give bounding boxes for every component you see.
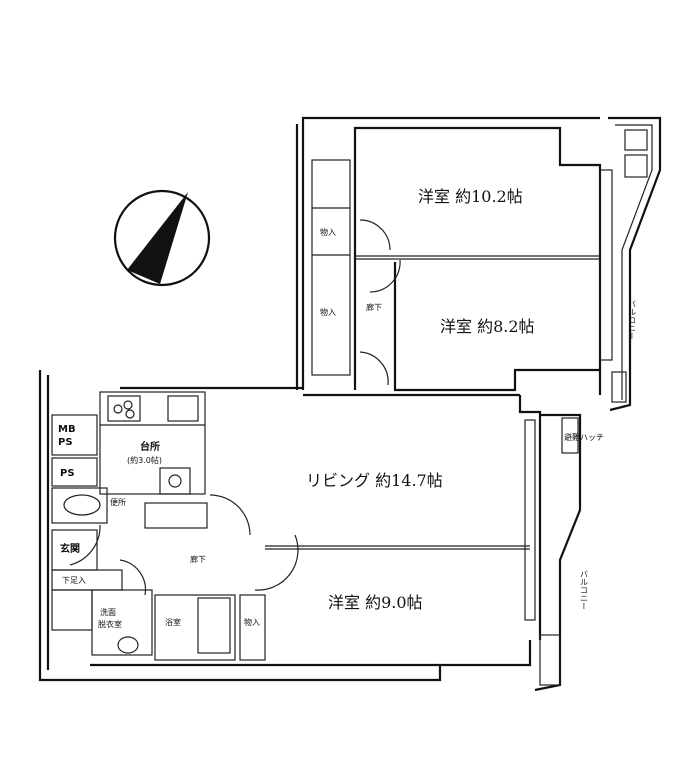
hall-label-upper: 廊下 [366, 302, 382, 312]
upper-walls [295, 116, 662, 412]
room-label-toilet: 便所 [110, 497, 126, 507]
closet-label: 物入 [320, 227, 336, 237]
lower-walls [90, 386, 582, 692]
kitchen-size: (約3.0帖) [127, 455, 162, 465]
room-label-entrance: 玄関 [60, 542, 80, 555]
balcony-label: バルコニー [580, 570, 589, 610]
bath-label: 浴室 [165, 617, 181, 627]
mbps-label-2: PS [58, 437, 73, 448]
ps-label: PS [60, 468, 75, 479]
room-label-bedroom3: 洋室 約9.0帖 [328, 593, 423, 612]
closet-label: 物入 [320, 307, 336, 317]
left-walls [38, 370, 236, 682]
room-label-bedroom2: 洋室 約8.2帖 [440, 317, 535, 336]
washroom-label-2: 脱衣室 [98, 619, 122, 629]
balcony-label: バルコニー [628, 300, 637, 340]
room-label-kitchen: 台所 [140, 440, 160, 453]
hall-label-lower: 廊下 [190, 554, 206, 564]
compass-north-icon [113, 189, 211, 287]
room-label-bedroom1: 洋室 約10.2帖 [418, 187, 523, 206]
hatch-label: 避難ハッチ [564, 432, 604, 442]
washroom-label: 洗面 [100, 607, 116, 617]
shoe-box-label: 下足入 [62, 576, 86, 585]
room-label-living: リビング 約14.7帖 [306, 471, 443, 490]
closet-label: 物入 [244, 617, 260, 627]
mbps-label: MB [58, 424, 76, 435]
